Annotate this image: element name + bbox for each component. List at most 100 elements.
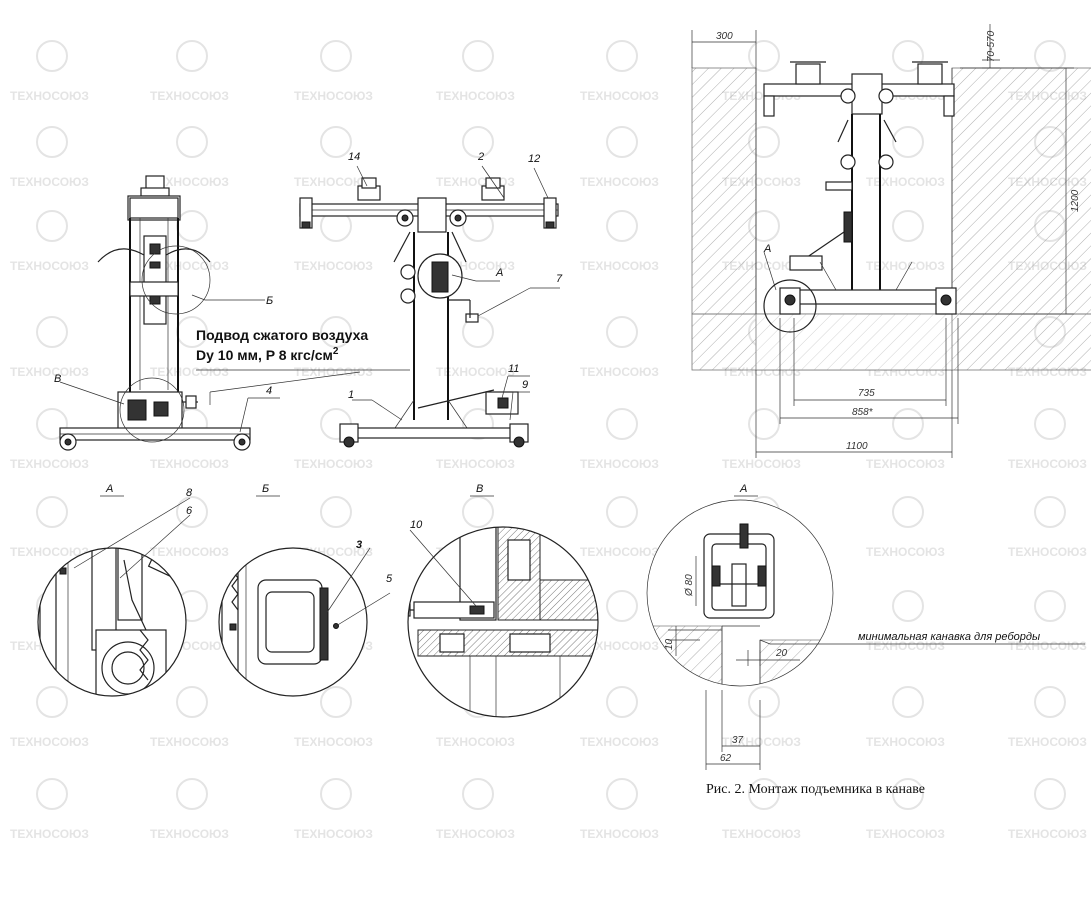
watermark-globe-icon <box>606 40 638 72</box>
watermark-globe-icon <box>892 778 924 810</box>
watermark-text: ТЕХНОСОЮЗ <box>10 365 89 379</box>
watermark-globe-icon <box>36 126 68 158</box>
detail-view-v <box>407 526 599 718</box>
leader-lines-middle <box>352 165 560 421</box>
watermark-globe-icon <box>36 316 68 348</box>
air-supply-line2: Dy 10 мм, P 8 кгс/см2 <box>196 346 339 363</box>
watermark-text: ТЕХНОСОЮЗ <box>866 639 945 653</box>
watermark-globe-icon <box>1034 590 1066 622</box>
groove-note: минимальная канавка для реборды <box>858 631 1040 643</box>
watermark-text: ТЕХНОСОЮЗ <box>436 89 515 103</box>
watermark-text: ТЕХНОСОЮЗ <box>150 457 229 471</box>
watermark-text: ТЕХНОСОЮЗ <box>150 827 229 841</box>
watermark-globe-icon <box>892 686 924 718</box>
dim-10: 10 <box>664 638 675 650</box>
watermark-globe-icon <box>462 40 494 72</box>
watermark-globe-icon <box>892 408 924 440</box>
watermark-text: ТЕХНОСОЮЗ <box>10 827 89 841</box>
dim-70-570: 70-570 <box>986 30 997 62</box>
watermark-globe-icon <box>606 496 638 528</box>
watermark-globe-icon <box>36 408 68 440</box>
watermark-text: ТЕХНОСОЮЗ <box>1008 457 1087 471</box>
watermark-text: ТЕХНОСОЮЗ <box>436 735 515 749</box>
watermark-text: ТЕХНОСОЮЗ <box>1008 639 1087 653</box>
watermark-text: ТЕХНОСОЮЗ <box>866 827 945 841</box>
watermark-globe-icon <box>320 126 352 158</box>
watermark-text: ТЕХНОСОЮЗ <box>294 457 373 471</box>
watermark-text: ТЕХНОСОЮЗ <box>580 365 659 379</box>
callout-7: 7 <box>556 273 563 285</box>
dim-1200: 1200 <box>1070 189 1081 212</box>
callout-11: 11 <box>508 363 519 375</box>
callout-8: 8 <box>186 487 193 499</box>
view-label-a-right: А <box>739 483 747 495</box>
detail-view-a <box>37 497 191 697</box>
watermark-globe-icon <box>462 126 494 158</box>
air-supply-note: Подвод сжатого воздуха Dy 10 мм, P 8 кгс… <box>196 327 410 371</box>
watermark-globe-icon <box>176 40 208 72</box>
watermark-text: ТЕХНОСОЮЗ <box>436 365 515 379</box>
dimension-labels: 300 70-570 1200 735 858* 1100 Ø 80 10 20… <box>664 30 1081 764</box>
watermark-text: ТЕХНОСОЮЗ <box>1008 827 1087 841</box>
callout-a-top: А <box>495 267 503 279</box>
watermark-globe-icon <box>606 778 638 810</box>
pit-installation-view <box>691 24 1091 458</box>
watermark-globe-icon <box>176 126 208 158</box>
watermark-globe-icon <box>606 316 638 348</box>
watermark-text: ТЕХНОСОЮЗ <box>150 735 229 749</box>
dim-diameter-80: Ø 80 <box>684 574 695 597</box>
watermark-text: ТЕХНОСОЮЗ <box>10 545 89 559</box>
watermark-globe-icon <box>36 210 68 242</box>
watermark-text: ТЕХНОСОЮЗ <box>1008 735 1087 749</box>
watermark-globe-icon <box>36 686 68 718</box>
watermark-text: ТЕХНОСОЮЗ <box>580 639 659 653</box>
watermark-text: ТЕХНОСОЮЗ <box>1008 545 1087 559</box>
watermark-text: ТЕХНОСОЮЗ <box>150 365 229 379</box>
watermark-globe-icon <box>606 408 638 440</box>
watermark-globe-icon <box>748 686 780 718</box>
watermark-globe-icon <box>1034 408 1066 440</box>
watermark: ТЕХНОСОЮЗ ТЕХНОСОЮЗ ТЕХНОСОЮЗ ТЕХНОСОЮЗ ТЕХН… <box>10 40 1087 841</box>
watermark-text: ТЕХНОСОЮЗ <box>722 827 801 841</box>
watermark-text: ТЕХНОСОЮЗ <box>580 545 659 559</box>
watermark-text: ТЕХНОСОЮЗ <box>722 457 801 471</box>
dim-62: 62 <box>720 753 732 764</box>
watermark-globe-icon <box>748 40 780 72</box>
watermark-globe-icon <box>1034 778 1066 810</box>
dim-300: 300 <box>716 31 733 42</box>
watermark-globe-icon <box>320 40 352 72</box>
watermark-text: ТЕХНОСОЮЗ <box>150 89 229 103</box>
view-labels: А Б В А А <box>100 243 771 497</box>
watermark-globe-icon <box>892 210 924 242</box>
watermark-text: ТЕХНОСОЮЗ <box>436 457 515 471</box>
view-label-v: В <box>476 483 483 495</box>
watermark-text: ТЕХНОСОЮЗ <box>866 545 945 559</box>
watermark-text: ТЕХНОСОЮЗ <box>294 89 373 103</box>
callout-v-top: В <box>54 373 61 385</box>
detail-view-b <box>218 547 391 697</box>
watermark-text: ТЕХНОСОЮЗ <box>580 89 659 103</box>
watermark-globe-icon <box>36 778 68 810</box>
callout-6: 6 <box>186 505 193 517</box>
watermark-text: ТЕХНОСОЮЗ <box>10 457 89 471</box>
dim-1100: 1100 <box>846 441 868 452</box>
watermark-text: ТЕХНОСОЮЗ <box>294 735 373 749</box>
watermark-globe-icon <box>1034 496 1066 528</box>
callout-b-top: Б <box>266 295 273 307</box>
watermark-globe-icon <box>892 126 924 158</box>
watermark-globe-icon <box>176 210 208 242</box>
watermark-globe-icon <box>320 316 352 348</box>
watermark-globe-icon <box>176 496 208 528</box>
watermark-globe-icon <box>892 40 924 72</box>
callout-12: 12 <box>528 153 540 165</box>
watermark-globe-icon <box>462 778 494 810</box>
callout-9: 9 <box>522 379 528 391</box>
watermark-globe-icon <box>1034 686 1066 718</box>
callout-1: 1 <box>348 389 354 401</box>
watermark-text: ТЕХНОСОЮЗ <box>866 735 945 749</box>
callout-3: 3 <box>356 539 362 551</box>
watermark-globe-icon <box>748 778 780 810</box>
watermark-globe-icon <box>462 408 494 440</box>
watermark-text: ТЕХНОСОЮЗ <box>294 175 373 189</box>
